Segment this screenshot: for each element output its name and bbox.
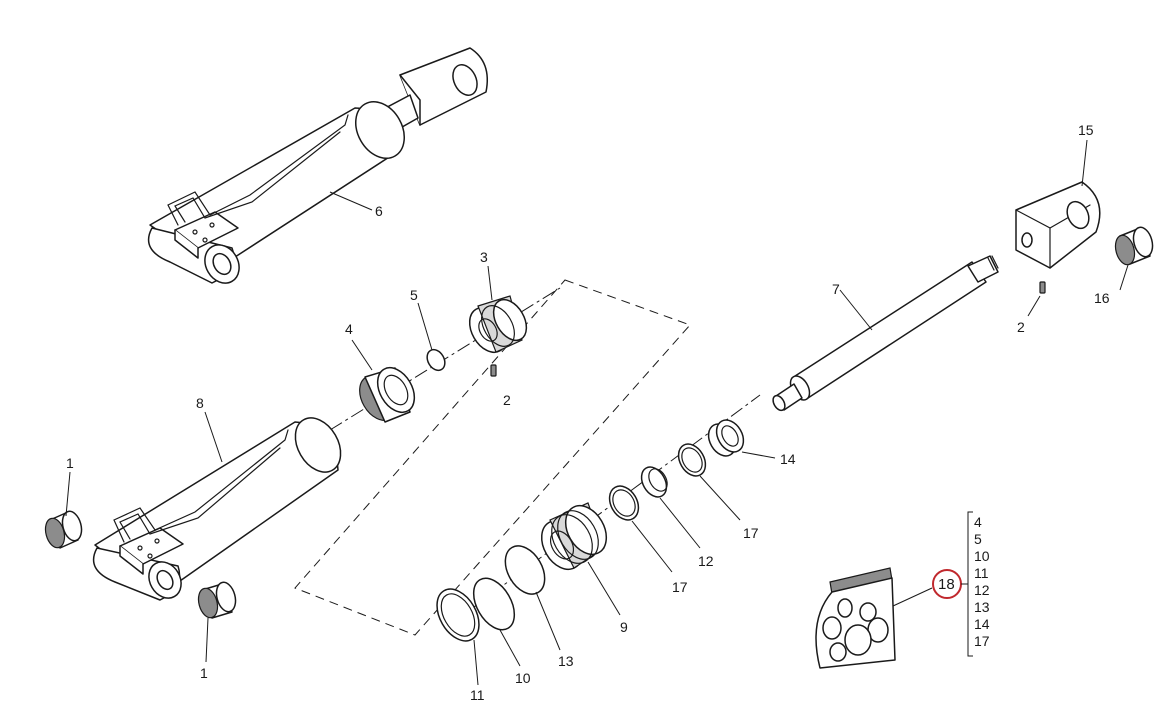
backup-ring-upper[interactable] — [673, 439, 711, 480]
leader-15 — [1081, 139, 1088, 187]
bushing-left[interactable] — [42, 509, 84, 550]
callout-5: 5 — [410, 287, 418, 303]
leader-11 — [473, 639, 479, 686]
leader-3 — [487, 265, 493, 301]
kit-item: 11 — [974, 565, 989, 581]
rod-end-clevis[interactable] — [1015, 181, 1101, 269]
leader-13 — [535, 591, 561, 651]
callout-2b: 2 — [1017, 319, 1025, 335]
leader-6 — [329, 191, 373, 211]
callout-13: 13 — [558, 653, 574, 669]
callout-18[interactable]: 18 — [938, 576, 955, 593]
rod-guide[interactable] — [462, 294, 533, 359]
callout-8: 8 — [196, 395, 204, 411]
callout-10: 10 — [515, 670, 531, 686]
leader-16 — [1119, 264, 1129, 291]
leader-1a — [65, 471, 71, 517]
snap-ring[interactable] — [428, 582, 487, 648]
kit-bracket — [967, 511, 973, 657]
o-ring-10[interactable] — [465, 571, 522, 636]
callout-12: 12 — [698, 553, 714, 569]
grease-nipple-upper[interactable] — [1039, 281, 1046, 294]
kit-item: 12 — [974, 582, 990, 598]
kit-item: 10 — [974, 548, 990, 564]
leader-9 — [587, 561, 621, 616]
kit-item: 13 — [974, 599, 990, 615]
callout-6: 6 — [375, 203, 383, 219]
leader-1b — [205, 617, 209, 663]
leader-14 — [741, 451, 776, 459]
leader-12 — [659, 497, 701, 549]
assembled-cylinder[interactable] — [147, 47, 488, 289]
bushing-right[interactable] — [195, 580, 238, 620]
callout-16: 16 — [1094, 290, 1110, 306]
leader-10 — [499, 629, 521, 667]
leader-4 — [351, 339, 373, 371]
callout-1a: 1 — [66, 455, 74, 471]
callout-7: 7 — [832, 281, 840, 297]
gland-nut[interactable] — [352, 361, 422, 427]
callout-9: 9 — [620, 619, 628, 635]
callout-14: 14 — [780, 451, 796, 467]
kit-item: 4 — [974, 514, 982, 530]
callout-4: 4 — [345, 321, 353, 337]
rod-end-bushing[interactable] — [1112, 225, 1155, 267]
piston-seal[interactable] — [497, 539, 552, 601]
callout-11: 11 — [470, 687, 485, 703]
grease-nipple-lower[interactable] — [490, 364, 497, 377]
callout-17a: 17 — [672, 579, 688, 595]
kit-item: 17 — [974, 633, 990, 649]
leader-7 — [839, 289, 873, 331]
callout-15: 15 — [1078, 122, 1094, 138]
callout-1b: 1 — [200, 665, 208, 681]
barrel[interactable] — [92, 410, 350, 604]
callout-2a: 2 — [503, 392, 511, 408]
leader-18 — [892, 587, 933, 607]
seal-kit-bag[interactable] — [815, 567, 896, 669]
callout-17b: 17 — [743, 525, 759, 541]
wiper-seal[interactable] — [703, 415, 749, 460]
assembly-boundary — [294, 279, 691, 636]
leader-5 — [417, 302, 433, 351]
leader-8 — [204, 411, 223, 463]
kit-item: 14 — [974, 616, 990, 632]
piston[interactable] — [533, 498, 614, 576]
leader-2b — [1027, 295, 1041, 317]
rod-seal[interactable] — [636, 463, 671, 502]
leader-17b — [699, 475, 741, 521]
leader-17a — [631, 520, 673, 573]
backup-ring-lower[interactable] — [604, 481, 645, 525]
o-ring-5[interactable] — [424, 346, 449, 373]
piston-rod[interactable] — [771, 255, 999, 412]
callout-3: 3 — [480, 249, 488, 265]
kit-item: 5 — [974, 531, 982, 547]
